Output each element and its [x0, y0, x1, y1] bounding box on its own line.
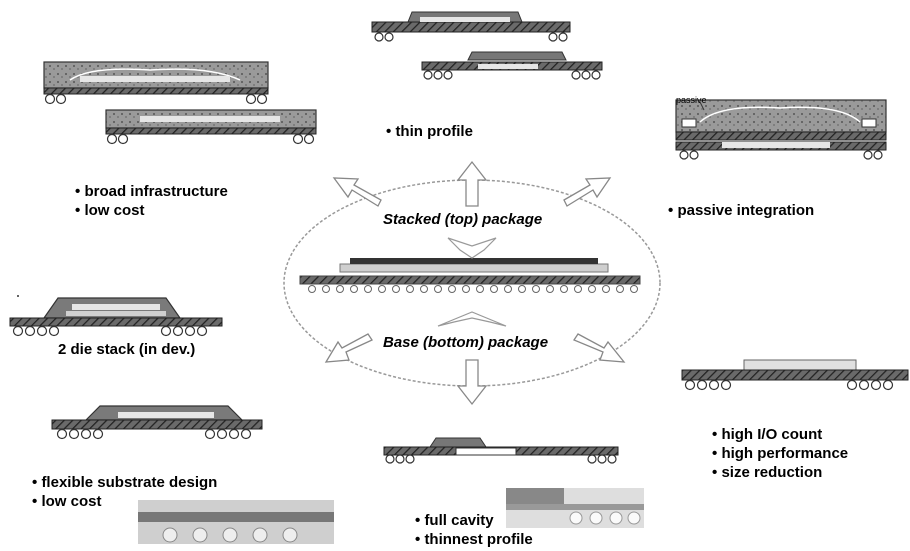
down-chevron-arrow	[448, 238, 496, 258]
pkg-top-center	[372, 12, 602, 79]
bottom-center-bullets: • full cavity • thinnest profile	[415, 511, 533, 549]
top-center-bullets: • thin profile	[386, 122, 473, 141]
pkg-mid-left	[10, 295, 222, 336]
bottom-right-bullets: • high I/O count • high performance • si…	[712, 425, 848, 482]
mid-left-caption: 2 die stack (in dev.)	[58, 340, 195, 359]
base-bottom-package-label: Base (bottom) package	[383, 334, 548, 351]
top-left-bullets: • broad infrastructure • low cost	[75, 182, 228, 220]
up-chevron-arrow	[438, 312, 506, 326]
arrow-lower-left	[326, 334, 372, 362]
bottom-left-bullets: • flexible substrate design • low cost	[32, 473, 217, 511]
stacked-top-package-label: Stacked (top) package	[383, 211, 542, 228]
top-right-bullets: • passive integration	[668, 201, 814, 220]
arrow-down	[458, 360, 486, 404]
arrow-up	[458, 162, 486, 206]
passive-callout: passive	[676, 95, 707, 105]
center-stacked-package	[300, 258, 640, 293]
pkg-bottom-right	[682, 360, 908, 390]
pkg-top-right	[676, 100, 886, 159]
pkg-top-left	[44, 62, 316, 144]
